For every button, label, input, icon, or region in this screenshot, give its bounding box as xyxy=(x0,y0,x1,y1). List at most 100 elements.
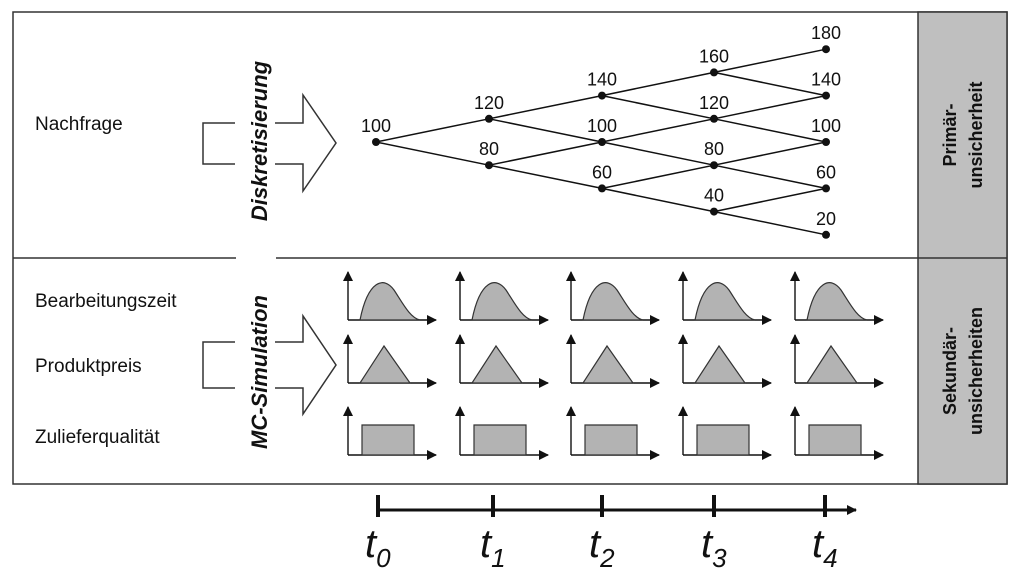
uniform-distribution-icon xyxy=(790,406,884,460)
distribution-shape xyxy=(582,282,644,321)
tree-node-label: 40 xyxy=(704,186,724,206)
input-label-nachfrage: Nachfrage xyxy=(35,114,123,135)
distribution-shape xyxy=(470,344,524,384)
tree-edge xyxy=(375,118,490,143)
tree-edge xyxy=(713,71,827,97)
tree-edge xyxy=(713,187,827,213)
tree-edge xyxy=(601,164,715,190)
tree-node xyxy=(822,230,830,239)
timeline-label-t1: t1 xyxy=(480,522,506,573)
tree-edge xyxy=(601,118,715,143)
tree-edge xyxy=(601,94,715,120)
input-bracket-top xyxy=(202,122,235,165)
triangular-distribution-icon xyxy=(455,334,549,388)
binomial-tree: 100 120 80 140 100 60 160 120 80 40 180 140 100 60 20 xyxy=(361,23,841,239)
tree-node-label: 20 xyxy=(816,209,836,229)
tree-edge xyxy=(713,48,827,74)
tree-edge xyxy=(713,141,827,166)
tree-edge xyxy=(713,118,827,143)
tree-edge xyxy=(488,164,603,190)
method-label-mc-simulation: MC-Simulation xyxy=(247,295,272,449)
distribution-shape xyxy=(358,344,412,384)
distribution-shape xyxy=(584,424,638,456)
tree-node-label: 100 xyxy=(361,116,391,136)
tree-edge xyxy=(488,141,603,166)
tree-edge xyxy=(713,164,827,190)
arrow-icon-bottom xyxy=(275,313,337,417)
timeline-label-t3: t3 xyxy=(701,522,727,573)
triangular-distribution-icon xyxy=(790,334,884,388)
side-label-primaer-line2: unsicherheit xyxy=(966,81,986,188)
uniform-distribution-icon xyxy=(566,406,660,460)
tree-node-label: 120 xyxy=(699,93,729,113)
input-label-bearbeitungszeit: Bearbeitungszeit xyxy=(35,291,177,312)
timeline-label-t2: t2 xyxy=(589,522,615,573)
tree-edge xyxy=(601,71,715,97)
tree-node-label: 80 xyxy=(479,139,499,159)
uniform-distribution-icon xyxy=(455,406,549,460)
bell-distribution-icon xyxy=(790,271,884,325)
tree-node-label: 140 xyxy=(587,70,617,90)
triangular-distribution-icon xyxy=(678,334,772,388)
distribution-shape xyxy=(693,344,747,384)
tree-node xyxy=(710,161,718,170)
distribution-shape xyxy=(471,282,533,321)
outer-frame xyxy=(12,11,1008,485)
uniform-distribution-icon xyxy=(343,406,437,460)
input-label-zulieferqualitaet: Zulieferqualität xyxy=(35,427,160,448)
tree-node-label: 80 xyxy=(704,139,724,159)
tree-node xyxy=(598,184,606,193)
tree-node-label: 60 xyxy=(816,162,836,182)
distribution-shape xyxy=(694,282,756,321)
bell-distribution-icon xyxy=(343,271,437,325)
tree-edge xyxy=(601,187,715,213)
tree-node-label: 60 xyxy=(592,162,612,182)
tree-node-label: 120 xyxy=(474,93,504,113)
divider-gap xyxy=(236,255,276,262)
tree-node xyxy=(710,68,718,77)
tree-node xyxy=(710,114,718,123)
side-label-sekundaer-line2: unsicherheiten xyxy=(966,307,986,435)
tree-node xyxy=(485,114,493,123)
bell-distribution-icon xyxy=(455,271,549,325)
tree-edge xyxy=(488,94,603,120)
distribution-shape xyxy=(808,424,862,456)
bell-distribution-icon xyxy=(566,271,660,325)
distribution-shape xyxy=(581,344,635,384)
distribution-shape xyxy=(359,282,421,321)
method-label-diskretisierung: Diskretisierung xyxy=(247,60,272,221)
tree-node xyxy=(822,45,830,54)
input-label-produktpreis: Produktpreis xyxy=(35,356,142,377)
tree-node-label: 180 xyxy=(811,23,841,43)
tree-node-label: 140 xyxy=(811,70,841,90)
tree-edge xyxy=(488,118,603,143)
timeline-label-t0: t0 xyxy=(365,522,391,573)
tree-node xyxy=(485,161,493,170)
uniform-distribution-icon xyxy=(678,406,772,460)
timeline-ticks: t0 t1 t2 t3 t4 xyxy=(365,495,838,573)
triangular-distribution-icon xyxy=(343,334,437,388)
tree-node-label: 100 xyxy=(587,116,617,136)
distribution-grid xyxy=(343,271,884,460)
tree-node xyxy=(598,138,606,146)
tree-edge xyxy=(601,141,715,166)
tree-node xyxy=(822,91,830,100)
tree-node xyxy=(710,207,718,216)
side-label-sekundaer-line1: Sekundär- xyxy=(940,327,960,415)
distribution-shape xyxy=(361,424,415,456)
arrow-icon-top xyxy=(275,92,337,194)
side-label-primaer-line1: Primär- xyxy=(940,103,960,166)
tree-node xyxy=(822,184,830,193)
timeline-label-t4: t4 xyxy=(812,522,838,573)
tree-node-label: 100 xyxy=(811,116,841,136)
distribution-shape xyxy=(806,282,868,321)
tree-edge xyxy=(713,210,827,236)
side-panel xyxy=(917,11,1008,485)
distribution-shape xyxy=(805,344,859,384)
triangular-distribution-icon xyxy=(566,334,660,388)
tree-edge xyxy=(375,141,490,166)
distribution-shape xyxy=(473,424,527,456)
distribution-shape xyxy=(696,424,750,456)
tree-node xyxy=(822,138,830,146)
tree-node-label: 160 xyxy=(699,46,729,66)
